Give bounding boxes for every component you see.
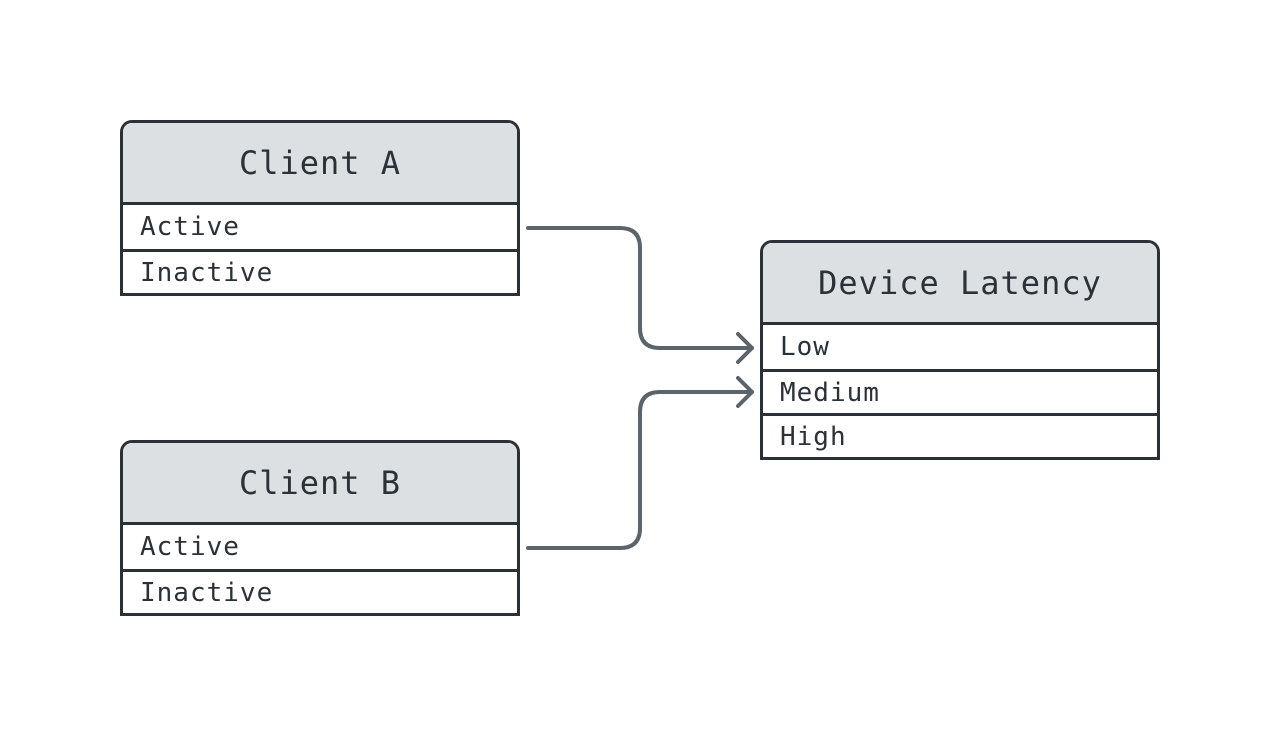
arrowhead-icon — [736, 376, 754, 408]
connector-client-a-active-to-low[interactable] — [526, 226, 754, 350]
entity-client-a[interactable]: Client A Active Inactive — [120, 120, 520, 296]
entity-row-active[interactable]: Active — [140, 532, 240, 562]
entity-device-latency[interactable]: Device Latency Low Medium High — [760, 240, 1160, 460]
entity-title: Client A — [123, 123, 517, 205]
entity-row-high[interactable]: High — [763, 413, 1157, 457]
entity-row-inactive[interactable]: Inactive — [123, 249, 517, 293]
entity-client-b[interactable]: Client B Active Inactive — [120, 440, 520, 616]
entity-row-low[interactable]: Low — [780, 332, 830, 362]
arrowhead-icon — [736, 332, 754, 364]
entity-title: Client B — [123, 443, 517, 525]
entity-row-medium[interactable]: Medium — [763, 369, 1157, 413]
entity-row-active[interactable]: Active — [140, 212, 240, 242]
entity-title: Device Latency — [763, 243, 1157, 325]
entity-row-inactive[interactable]: Inactive — [123, 569, 517, 613]
connector-client-b-active-to-medium[interactable] — [526, 390, 754, 550]
